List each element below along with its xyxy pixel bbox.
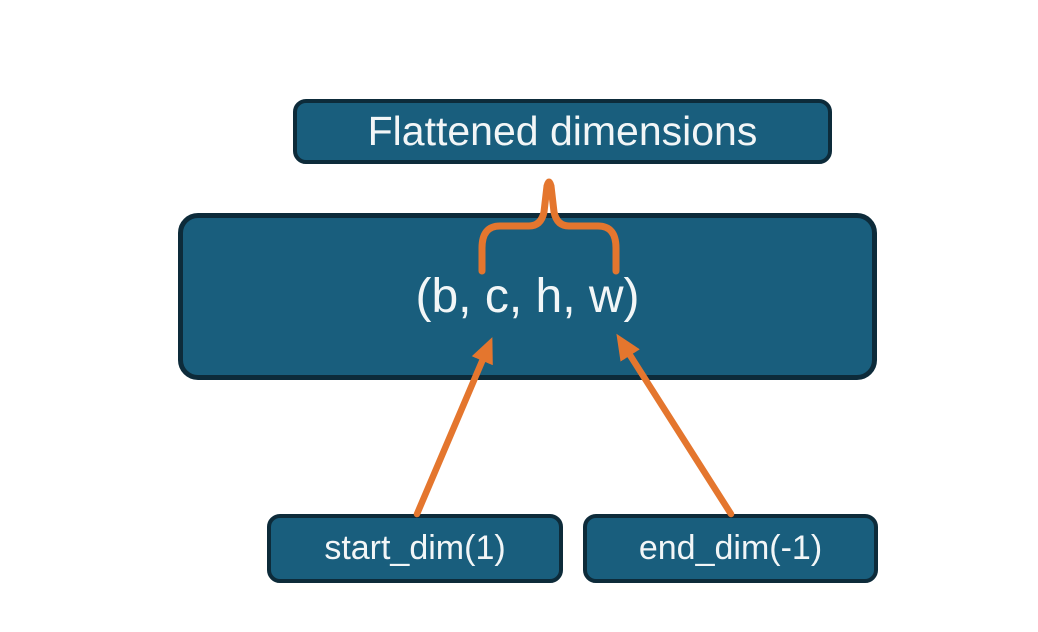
tensor-shape-box: (b, c, h, w) [178, 213, 877, 380]
tensor-shape-label: (b, c, h, w) [415, 270, 640, 323]
flattened-dimensions-box: Flattened dimensions [293, 99, 832, 164]
start-dim-label: start_dim(1) [324, 529, 506, 567]
start-dim-box: start_dim(1) [267, 514, 563, 583]
flattened-dimensions-label: Flattened dimensions [367, 108, 758, 154]
end-dim-label: end_dim(-1) [638, 529, 823, 567]
end-dim-box: end_dim(-1) [583, 514, 878, 583]
